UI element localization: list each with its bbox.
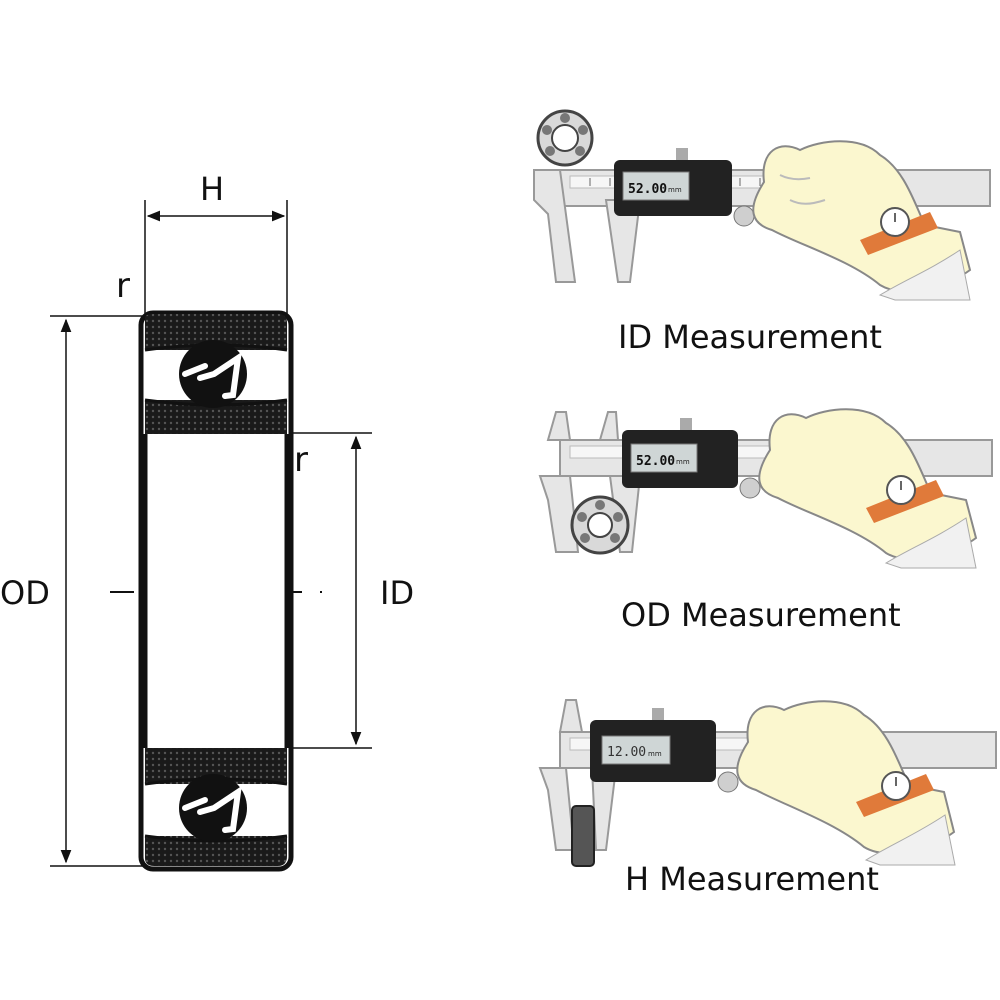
caption-id-measurement: ID Measurement — [618, 318, 882, 356]
svg-text:mm: mm — [648, 750, 662, 758]
caption-od-measurement: OD Measurement — [621, 596, 901, 634]
svg-text:mm: mm — [668, 186, 682, 194]
caliper-h-illustration: 12.00 mm — [538, 699, 997, 867]
label-id: ID — [380, 574, 415, 612]
label-h: H — [200, 170, 225, 208]
top-ring-section — [144, 314, 288, 434]
label-r-inner: r — [294, 440, 308, 480]
caliper-od-illustration: 52.00 mm — [538, 408, 993, 569]
svg-text:mm: mm — [676, 458, 690, 466]
bearing-edge-h — [571, 805, 595, 867]
glove-hand-h — [736, 700, 956, 866]
caliper-id-illustration: 52.00 mm — [533, 109, 991, 301]
lcd-reading-h: 12.00 — [607, 745, 646, 760]
glove-hand-od — [758, 408, 978, 569]
lcd-reading-od: 52.00 — [636, 454, 675, 469]
glove-hand-id — [752, 140, 972, 301]
small-bearing-id — [536, 109, 594, 167]
caption-h-measurement: H Measurement — [625, 860, 879, 898]
label-r-outer: r — [116, 266, 130, 306]
small-bearing-od — [570, 495, 630, 555]
lcd-reading-id: 52.00 — [628, 182, 667, 197]
bearing-cross-section — [50, 200, 372, 872]
label-od: OD — [0, 574, 50, 612]
bottom-ring-section — [144, 748, 288, 866]
